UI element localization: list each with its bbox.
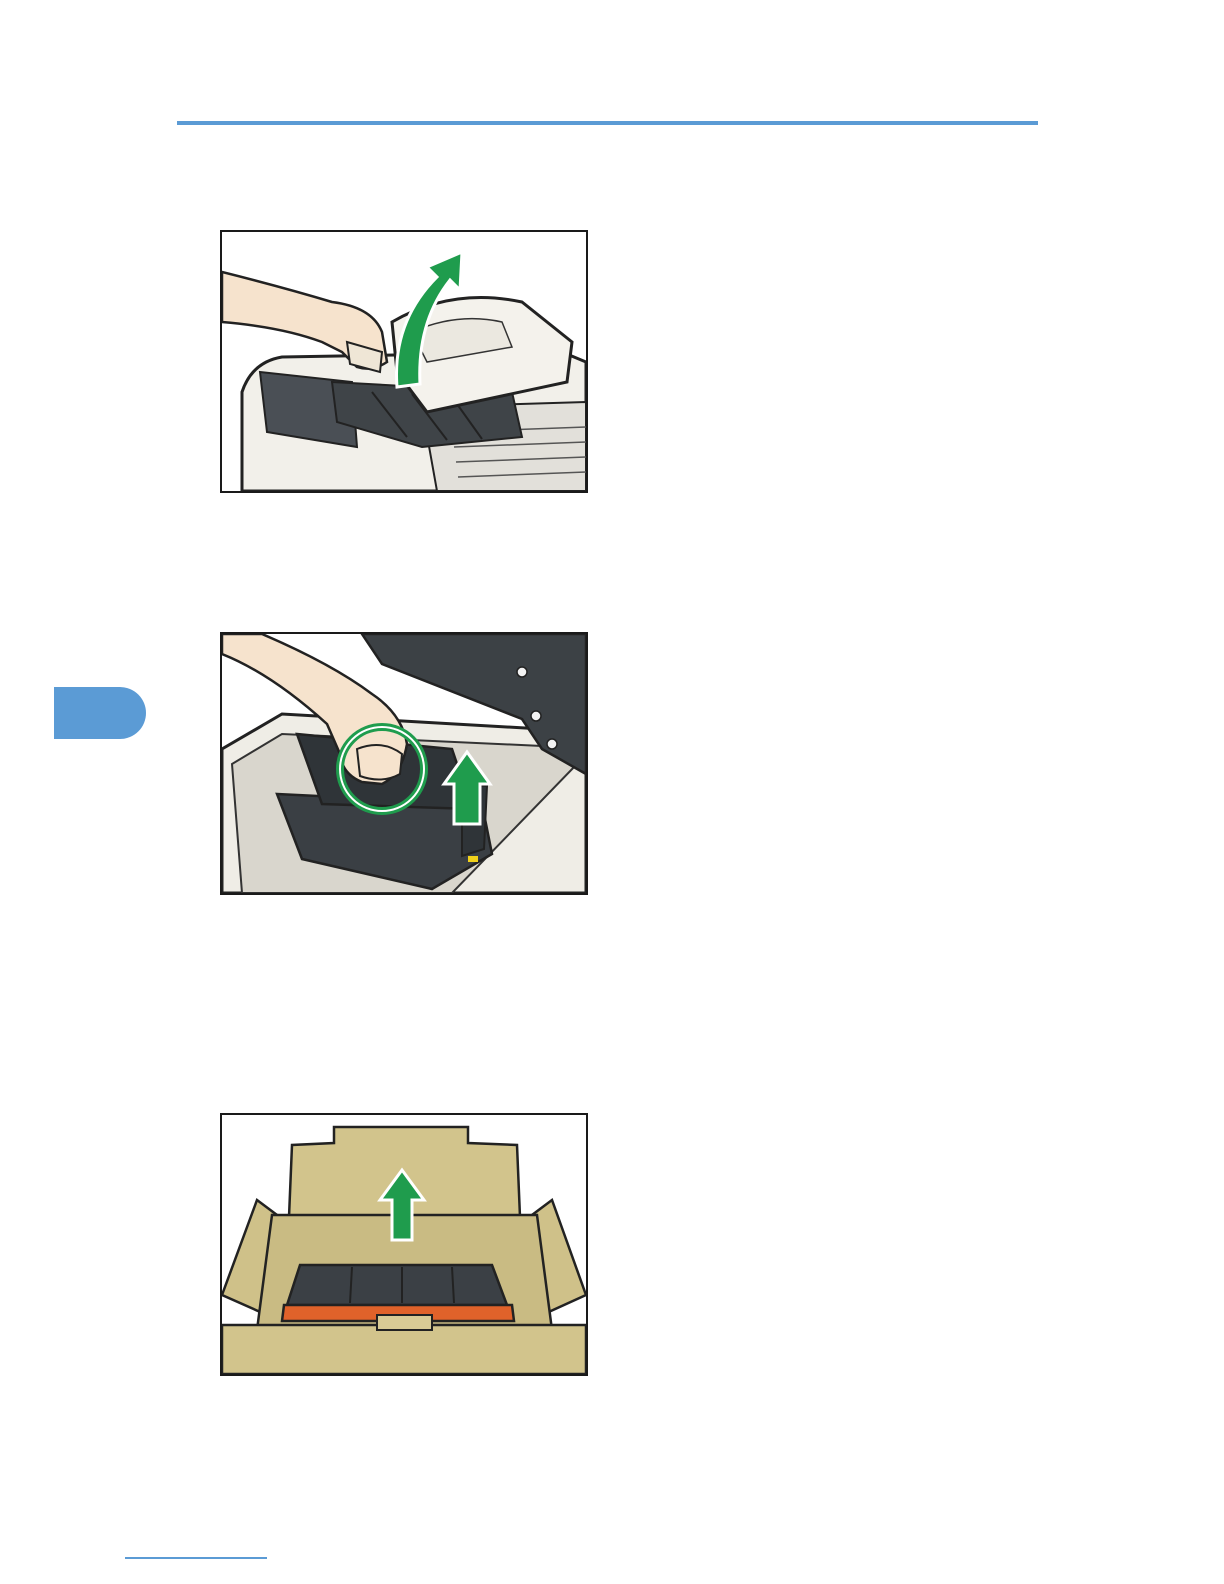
footer-rule bbox=[125, 1557, 267, 1559]
open-top-cover-illustration bbox=[220, 230, 588, 493]
header-rule bbox=[177, 121, 1038, 125]
chapter-tab bbox=[54, 687, 146, 739]
remove-print-cartridge-illustration bbox=[220, 632, 588, 895]
unpack-new-cartridge-illustration bbox=[220, 1113, 588, 1376]
